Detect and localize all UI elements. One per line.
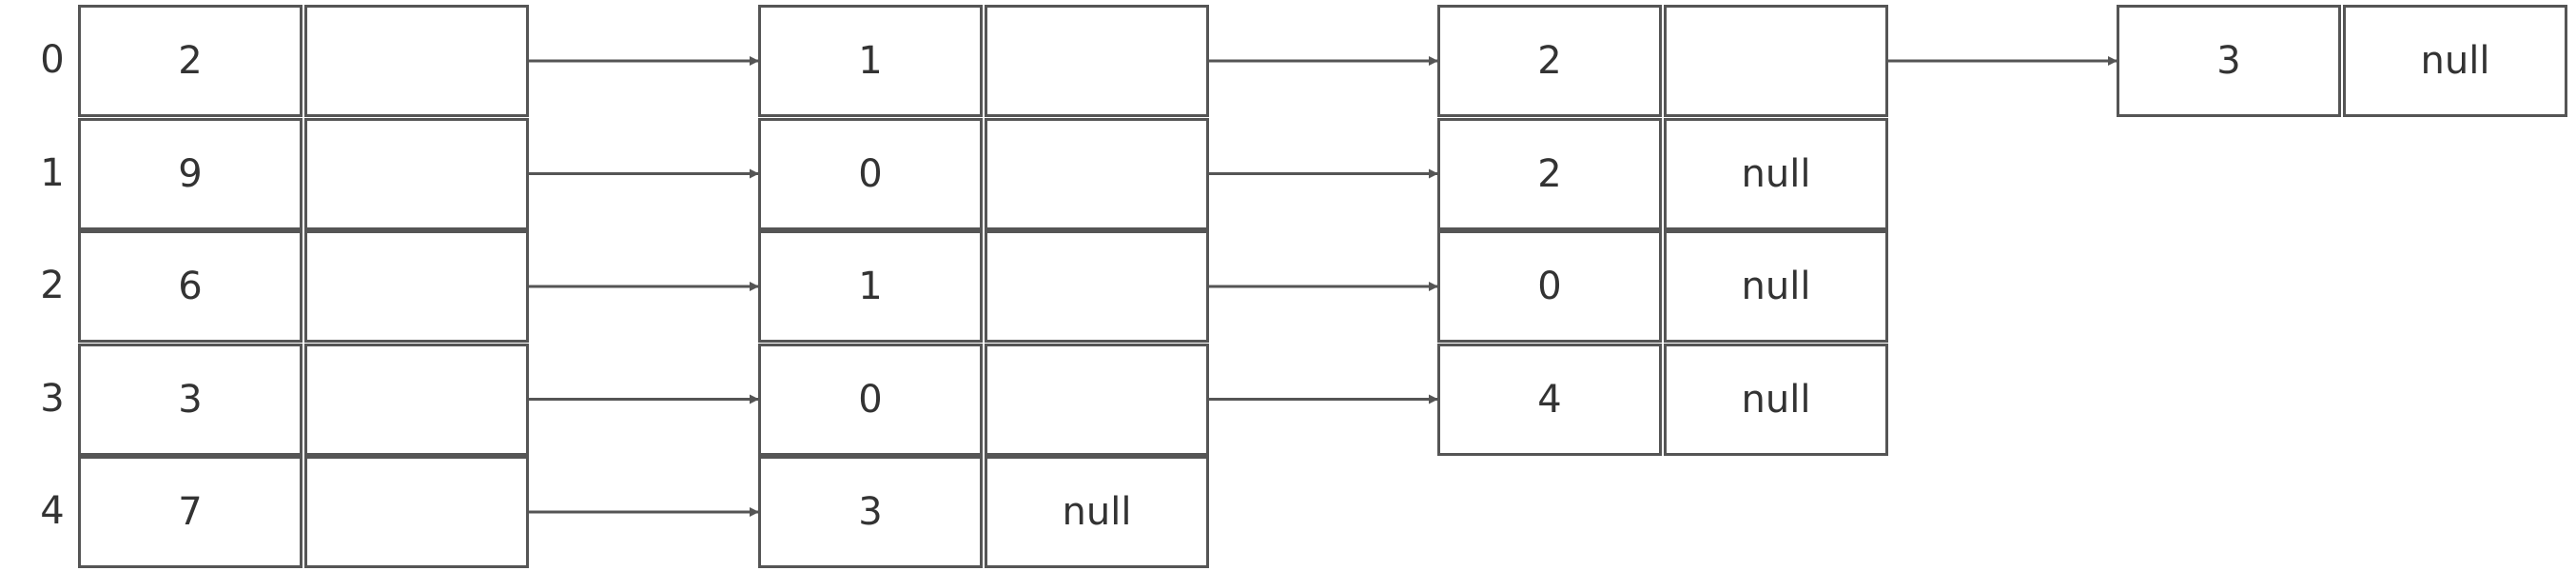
row-index-label: 2 <box>40 264 65 307</box>
node-value-cell: 0 <box>758 117 983 230</box>
null-pointer-cell: null <box>1664 343 1888 456</box>
node-value-cell: 7 <box>78 456 302 568</box>
next-pointer-cell <box>985 5 1209 117</box>
next-pointer-cell <box>304 230 529 343</box>
node-value-cell: 3 <box>758 456 983 568</box>
next-pointer-cell <box>304 343 529 456</box>
node-value-cell: 4 <box>1437 343 1662 456</box>
row-index-label: 0 <box>40 38 65 82</box>
next-pointer-cell <box>985 117 1209 230</box>
next-pointer-cell <box>304 456 529 568</box>
row-index-label: 4 <box>40 489 65 533</box>
node-value-cell: 3 <box>2117 5 2341 117</box>
node-value-cell: 2 <box>1437 117 1662 230</box>
null-pointer-cell: null <box>985 456 1209 568</box>
node-value-cell: 1 <box>758 230 983 343</box>
node-value-cell: 6 <box>78 230 302 343</box>
next-pointer-cell <box>1664 5 1888 117</box>
row-index-label: 3 <box>40 376 65 421</box>
next-pointer-cell <box>985 230 1209 343</box>
node-value-cell: 0 <box>1437 230 1662 343</box>
null-pointer-cell: null <box>1664 230 1888 343</box>
node-value-cell: 1 <box>758 5 983 117</box>
node-value-cell: 2 <box>1437 5 1662 117</box>
node-value-cell: 0 <box>758 343 983 456</box>
node-value-cell: 3 <box>78 343 302 456</box>
next-pointer-cell <box>304 117 529 230</box>
row-index-label: 1 <box>40 150 65 195</box>
null-pointer-cell: null <box>2343 5 2567 117</box>
node-value-cell: 9 <box>78 117 302 230</box>
node-value-cell: 2 <box>78 5 302 117</box>
next-pointer-cell <box>304 5 529 117</box>
null-pointer-cell: null <box>1664 117 1888 230</box>
next-pointer-cell <box>985 343 1209 456</box>
